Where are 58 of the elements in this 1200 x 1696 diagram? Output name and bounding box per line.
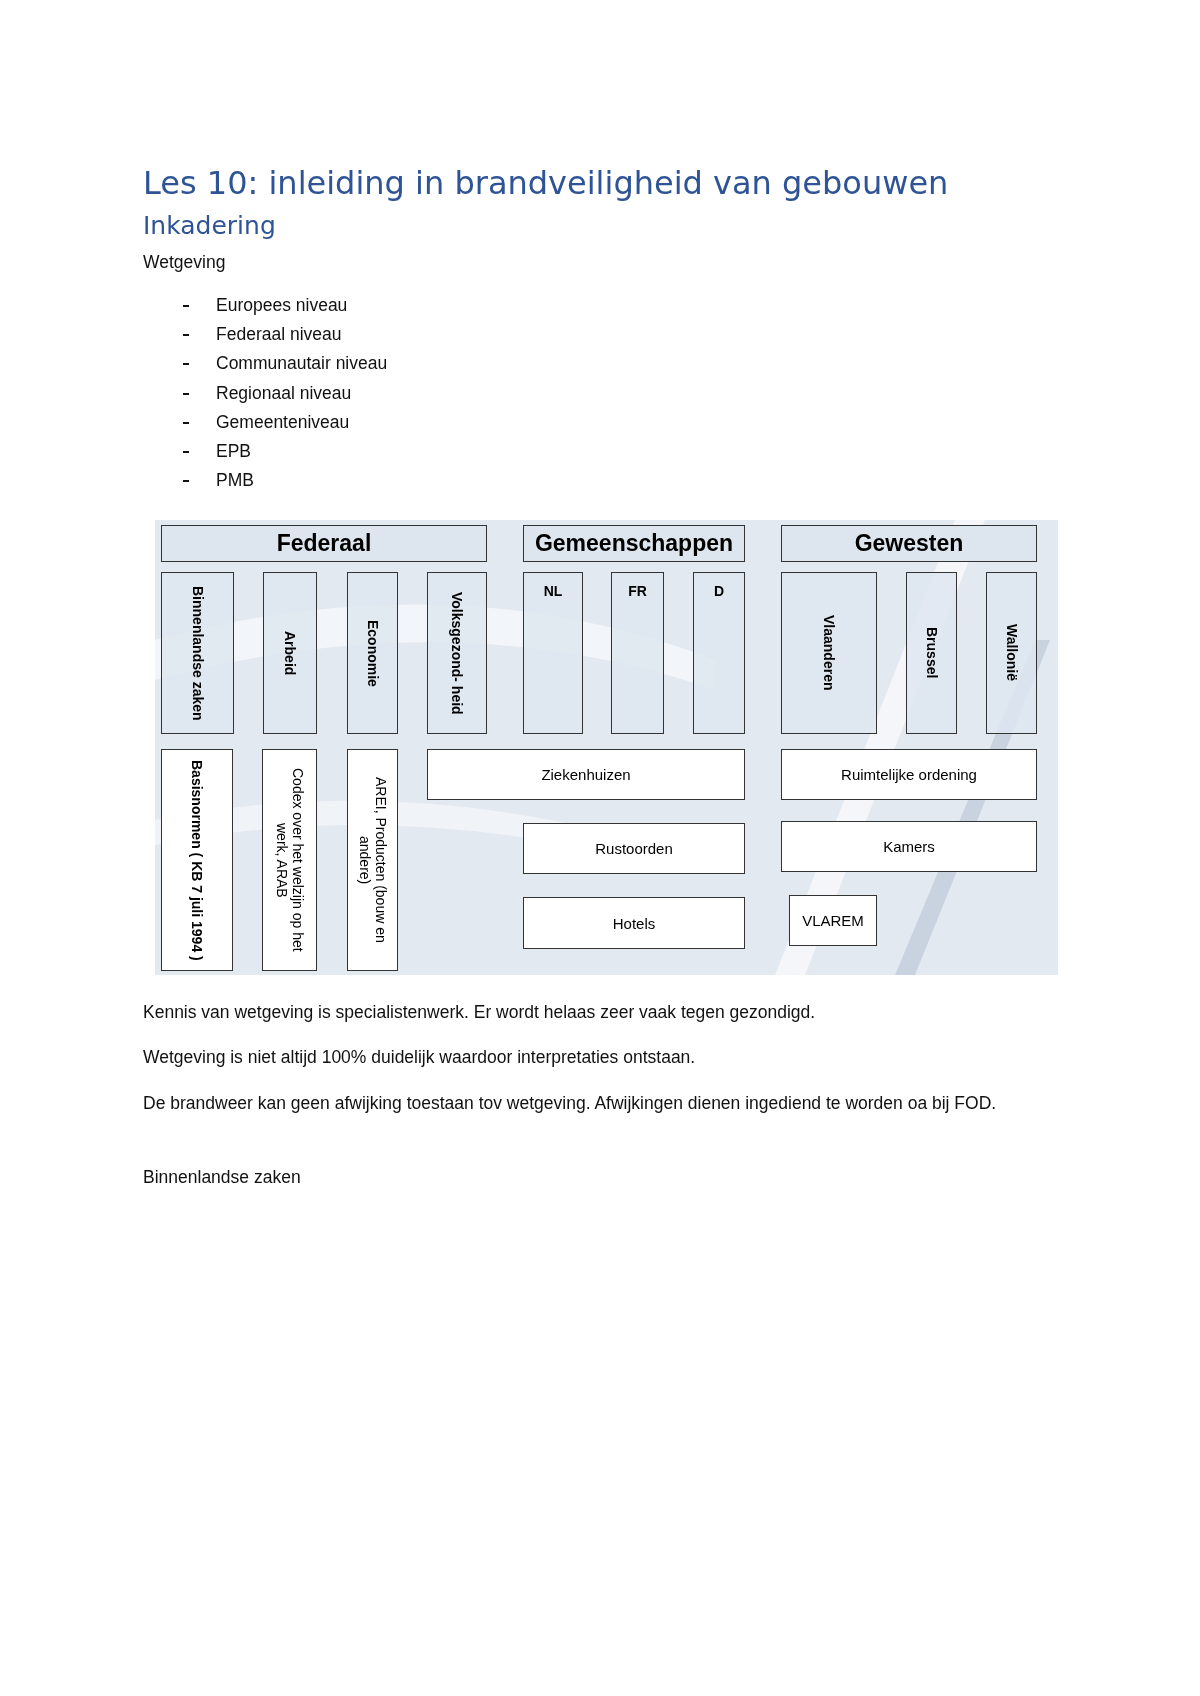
list-item: Gemeenteniveau	[216, 411, 351, 434]
box-label: NL	[543, 583, 563, 599]
category-box	[986, 572, 1037, 734]
section-heading: Inkadering	[143, 211, 276, 240]
category-box	[161, 749, 233, 971]
category-box	[427, 749, 745, 800]
category-box	[263, 572, 317, 734]
box-label: Gewesten	[854, 530, 964, 557]
list-item: Regionaal niveau	[216, 382, 353, 405]
category-box	[523, 897, 745, 949]
category-box	[262, 749, 317, 971]
paragraph: Wetgeving	[143, 251, 227, 274]
box-label: Binnenlandse zaken	[189, 585, 206, 721]
box-label: Kamers	[883, 838, 935, 855]
list-item: Communautair niveau	[216, 352, 389, 375]
list-item: Europees niveau	[216, 294, 349, 317]
box-label: AREI, Producten (bouw en andere)	[356, 776, 389, 945]
box-label: Vlaanderen	[820, 615, 838, 691]
box-label: Hotels	[612, 914, 656, 932]
category-box	[693, 572, 745, 734]
box-label: Wallonië	[1003, 624, 1020, 682]
paragraph: De brandweer kan geen afwijking toestaan tov wetgeving. Afwijkingen dienen ingediend te worden oa bij FOD.	[143, 1092, 998, 1115]
category-box	[347, 749, 398, 971]
paragraph: Wetgeving is niet altijd 100% duidelijk waardoor interpretaties ontstaan.	[143, 1046, 697, 1069]
category-box	[523, 823, 745, 874]
box-label: Ziekenhuizen	[541, 766, 631, 783]
category-box	[427, 572, 487, 734]
paragraph: Binnenlandse zaken	[143, 1166, 302, 1189]
category-box	[781, 572, 877, 734]
page-title: Les 10: inleiding in brandveiligheid van gebouwen	[143, 164, 949, 202]
category-box	[347, 572, 398, 734]
category-box	[161, 572, 234, 734]
box-label: Codex over het welzijn op het werk, ARAB	[273, 767, 306, 954]
box-label: Volksgezond- heid	[448, 591, 466, 715]
header-box	[161, 525, 487, 562]
list-item: PMB	[216, 469, 255, 492]
list-item: EPB	[216, 440, 253, 463]
box-label: FR	[628, 583, 647, 599]
box-label: Rustoorden	[595, 840, 673, 857]
box-label: VLAREM	[802, 912, 864, 929]
category-box	[906, 572, 957, 734]
box-label: Brussel	[923, 627, 940, 679]
category-box	[523, 572, 583, 734]
box-label: Ruimtelijke ordening	[841, 766, 977, 783]
category-box	[781, 821, 1037, 872]
category-box	[781, 749, 1037, 800]
paragraph: Kennis van wetgeving is specialistenwerk. Er wordt helaas zeer vaak tegen gezondigd.	[143, 1001, 817, 1024]
box-label: Gemeenschappen	[534, 530, 734, 557]
category-box	[789, 895, 877, 946]
box-label: Arbeid	[281, 630, 299, 676]
box-label: Federaal	[276, 530, 372, 557]
box-label: Basisnormen ( KB 7 juli 1994 )	[188, 759, 206, 961]
box-label: D	[713, 583, 725, 599]
header-box	[781, 525, 1037, 562]
list-item: Federaal niveau	[216, 323, 343, 346]
header-box	[523, 525, 745, 562]
box-label: Economie	[364, 619, 381, 687]
category-box	[611, 572, 664, 734]
